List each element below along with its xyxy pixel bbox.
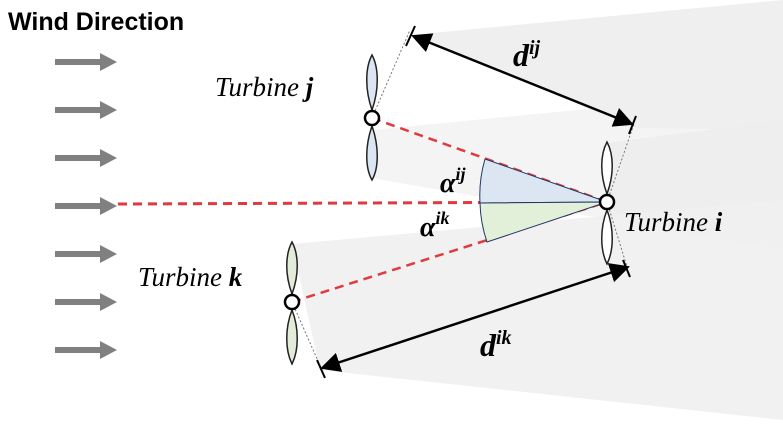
turbine-k — [283, 240, 301, 366]
turbine-i-blade-top — [601, 140, 613, 197]
turbine-i-label: Turbine i — [624, 207, 723, 237]
tick-ij-end — [628, 115, 637, 135]
distance-label-ij: dij — [513, 37, 541, 73]
wind-arrow — [55, 53, 117, 71]
turbine-j-blade-bottom — [366, 123, 378, 182]
turbine-i — [598, 140, 616, 266]
wind-arrows — [55, 53, 117, 359]
angle-label-ik: αik — [420, 208, 450, 243]
wind-direction-title: Wind Direction — [8, 8, 185, 36]
turbine-j-hub — [363, 109, 381, 127]
distance-label-ik: dik — [480, 327, 512, 363]
guide-k-bottom — [291, 301, 323, 371]
angle-wedge-ik — [479, 201, 608, 243]
wind-arrow — [55, 245, 117, 263]
wind-arrow — [55, 197, 117, 215]
turbine-i-hub — [598, 193, 616, 211]
distance-arrow-ik — [320, 263, 630, 372]
guide-i-top — [606, 123, 635, 203]
wind-arrow — [55, 149, 117, 167]
tick-ik-start — [316, 359, 326, 379]
tick-ik-end — [622, 259, 631, 278]
angle-label-ij: αij — [440, 164, 467, 199]
wind-arrow — [55, 101, 117, 119]
turbine-j-blade-top — [366, 53, 378, 113]
line-j-to-i — [371, 116, 608, 204]
turbine-k-blade-top — [286, 240, 298, 297]
distance-arrow-ij — [411, 33, 634, 127]
turbine-j — [363, 53, 381, 182]
turbine-k-hub — [283, 293, 301, 311]
turbine-k-blade-bottom — [286, 307, 298, 366]
tick-ij-start — [405, 25, 416, 47]
wind-arrow — [55, 341, 117, 359]
turbine-k-label: Turbine k — [138, 262, 243, 292]
turbine-j-label: Turbine j — [215, 72, 314, 102]
wake-region-j-lower — [372, 90, 783, 250]
turbine-i-blade-bottom — [601, 207, 613, 266]
wind-arrow — [55, 293, 117, 311]
